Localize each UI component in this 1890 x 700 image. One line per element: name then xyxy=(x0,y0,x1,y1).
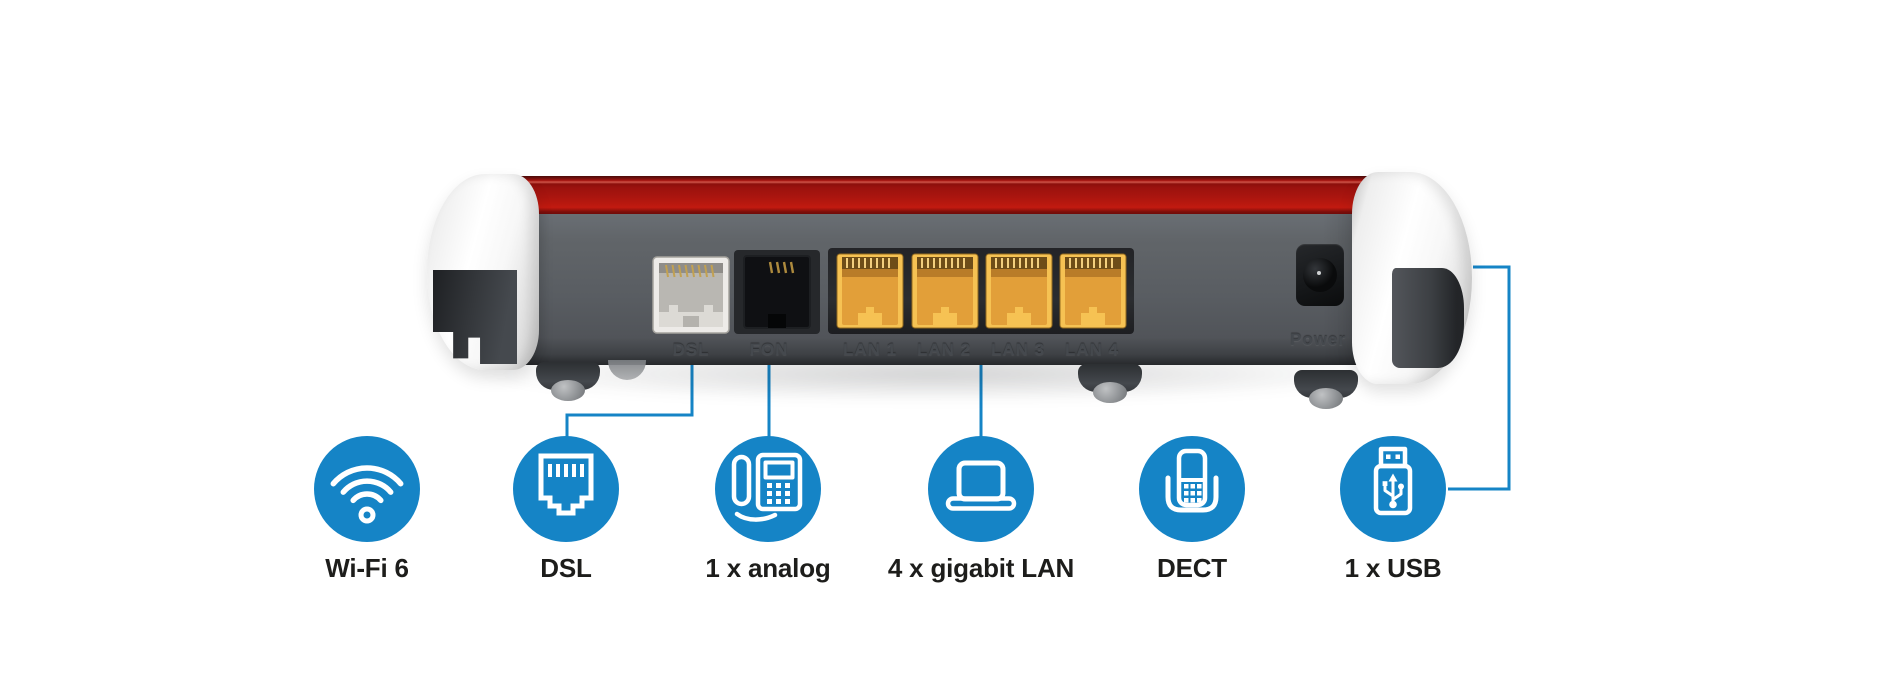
feature-circle-dsl xyxy=(513,436,619,542)
feature-circle-analog xyxy=(715,436,821,542)
feature-wifi: Wi-Fi 6 xyxy=(314,436,420,583)
router-foot-rear xyxy=(608,360,646,380)
feature-usb: 1 x USB xyxy=(1340,436,1446,583)
router-foot-middle xyxy=(1078,364,1142,392)
feature-label: Wi-Fi 6 xyxy=(325,553,409,583)
lan-port-4 xyxy=(1059,253,1127,329)
feature-lan: 4 x gigabit LAN xyxy=(888,436,1074,583)
feature-label: DECT xyxy=(1157,553,1227,583)
feature-analog: 1 x analog xyxy=(705,436,831,583)
feature-label: DSL xyxy=(540,553,592,583)
power-jack xyxy=(1296,244,1344,306)
feature-circle-lan xyxy=(928,436,1034,542)
port-label-lan-4: LAN 4 xyxy=(1064,340,1120,359)
lan-port-block xyxy=(828,248,1134,334)
ethernet-jack-icon xyxy=(538,453,594,516)
port-label-dsl: DSL xyxy=(672,340,710,359)
dect-handset-icon xyxy=(1165,448,1219,513)
port-label-lan-3: LAN 3 xyxy=(990,340,1046,359)
dsl-port xyxy=(652,256,730,334)
wifi-icon xyxy=(330,465,404,524)
lan-port-1 xyxy=(836,253,904,329)
port-label-lan-1: LAN 1 xyxy=(842,340,898,359)
usb-stick-icon xyxy=(1373,446,1413,516)
fon-port xyxy=(734,250,820,334)
router-red-top xyxy=(498,176,1392,214)
port-label-fon: FON xyxy=(749,340,789,359)
feature-circle-usb xyxy=(1340,436,1446,542)
feature-dect: DECT xyxy=(1139,436,1245,583)
callout-line-dsl xyxy=(565,365,694,437)
callout-line-usb xyxy=(1448,265,1511,491)
router-foot-left xyxy=(536,362,600,390)
feature-label: 4 x gigabit LAN xyxy=(887,553,1075,583)
feature-label: 1 x analog xyxy=(705,553,831,583)
feature-circle-wifi xyxy=(314,436,420,542)
feature-label: 1 x USB xyxy=(1344,553,1442,583)
analog-phone-icon xyxy=(731,452,803,522)
feature-circle-dect xyxy=(1139,436,1245,542)
lan-port-3 xyxy=(985,253,1053,329)
port-label-power: Power xyxy=(1289,330,1347,349)
feature-dsl: DSL xyxy=(513,436,619,583)
router-foot-right xyxy=(1294,370,1358,398)
port-label-lan-2: LAN 2 xyxy=(916,340,972,359)
router-right-side-panel xyxy=(1392,268,1464,368)
laptop-icon xyxy=(945,460,1017,511)
lan-port-2 xyxy=(911,253,979,329)
